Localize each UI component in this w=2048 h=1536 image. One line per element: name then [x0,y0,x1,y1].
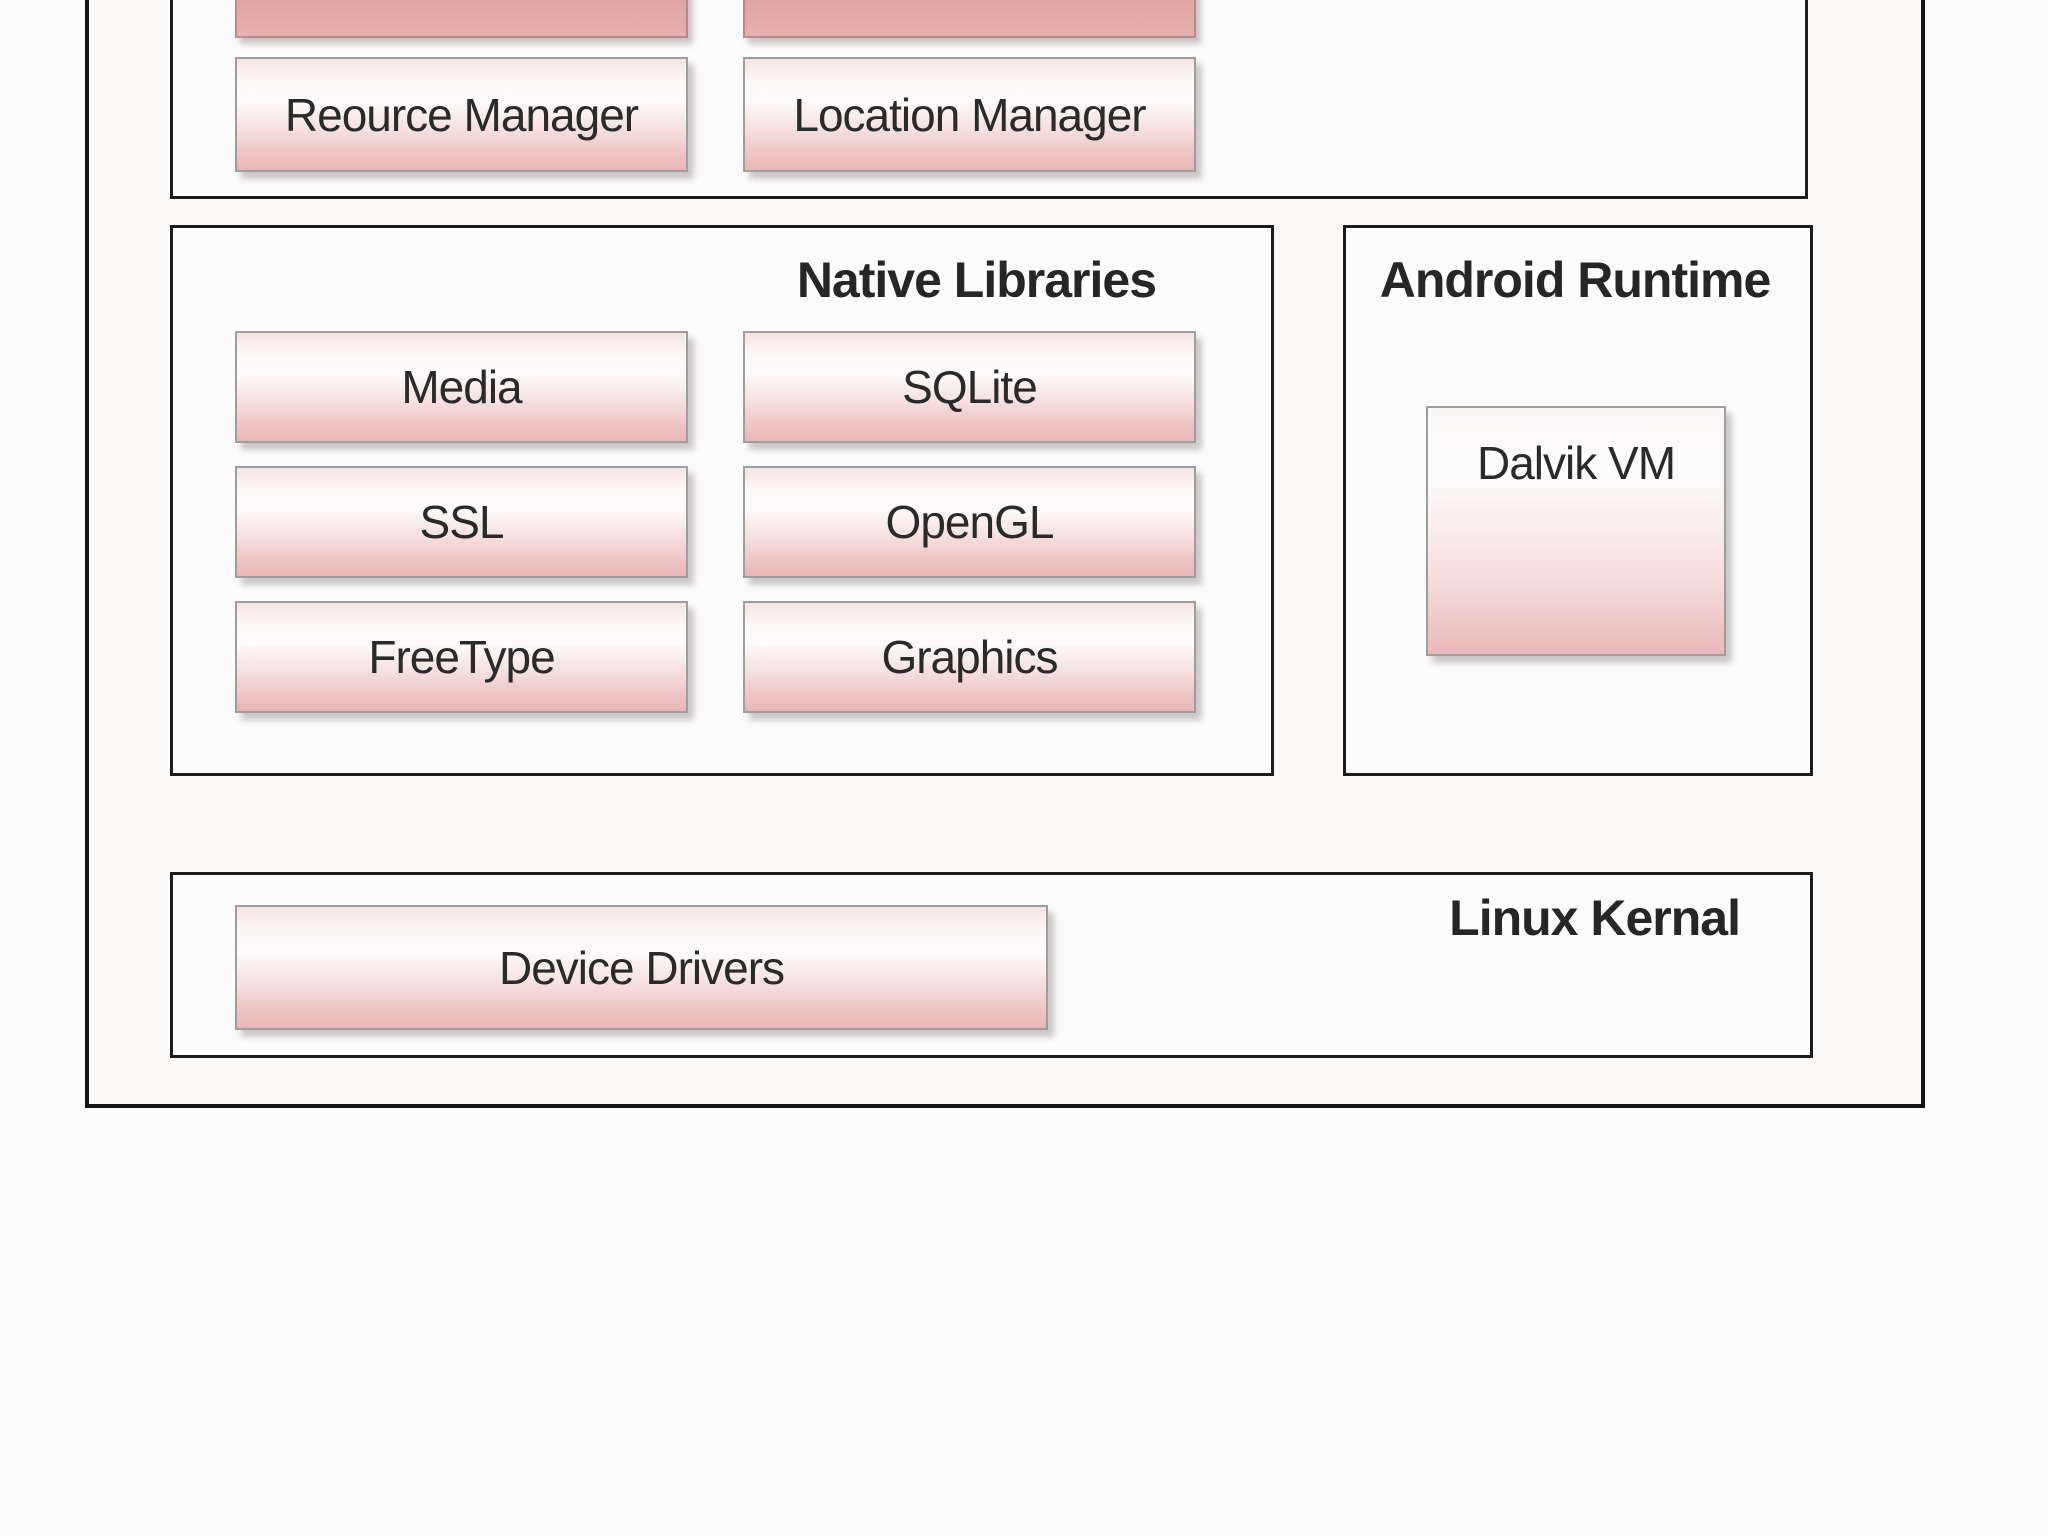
cut-box-1 [235,0,688,38]
box-opengl-label: OpenGL [885,496,1055,548]
box-graphics-label: Graphics [881,631,1058,683]
box-freetype-label: FreeType [368,631,555,683]
box-graphics: Graphics [743,601,1196,713]
box-media-label: Media [401,361,522,413]
android-runtime-title: Android Runtime [1379,252,1772,308]
box-opengl: OpenGL [743,466,1196,578]
box-device-drivers: Device Drivers [235,905,1048,1030]
box-dalvik-vm-label: Dalvik VM [1476,437,1676,489]
box-location-manager: Location Manager [743,57,1196,172]
box-sqlite: SQLite [743,331,1196,443]
linux-kernel-title: Linux Kernal [1449,890,1741,946]
box-ssl-label: SSL [419,496,505,548]
box-reource-manager-label: Reource Manager [284,88,639,141]
box-reource-manager: Reource Manager [235,57,688,172]
cut-box-2 [743,0,1196,38]
box-freetype: FreeType [235,601,688,713]
box-device-drivers-label: Device Drivers [498,941,785,994]
box-sqlite-label: SQLite [902,361,1038,413]
native-libraries-title: Native Libraries [796,252,1157,308]
box-location-manager-label: Location Manager [793,88,1146,141]
box-media: Media [235,331,688,443]
box-dalvik-vm: Dalvik VM [1426,406,1726,656]
box-ssl: SSL [235,466,688,578]
